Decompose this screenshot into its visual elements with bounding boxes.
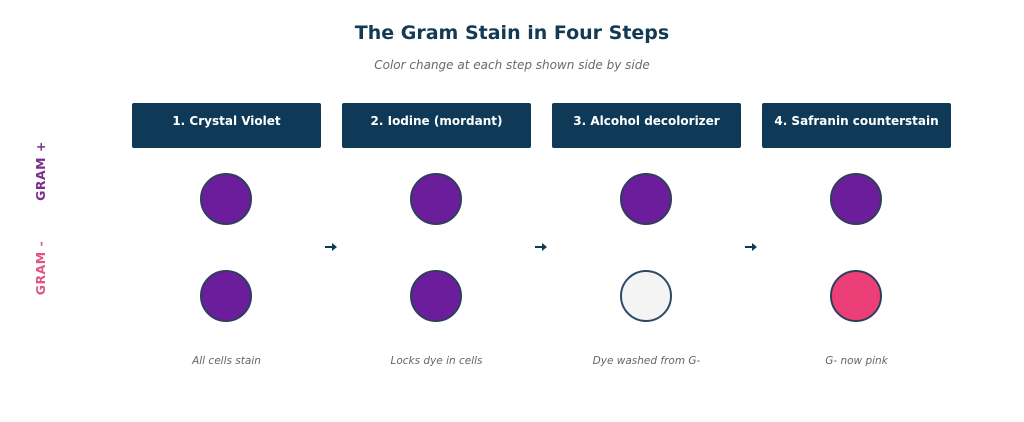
step-4-gram-negative-cell [830,270,882,322]
step-2-gram-positive-cell [410,173,462,225]
step-4-caption: G- now pink [825,355,888,367]
step-2-header: 2. Iodine (mordant) [342,103,531,148]
step-3-gram-positive-cell [620,173,672,225]
step-1-gram-negative-cell [200,270,252,322]
step-3-gram-negative-cell [620,270,672,322]
step-2-caption: Locks dye in cells [390,355,483,367]
step-3-caption: Dye washed from G- [592,355,701,367]
step-4-gram-positive-cell [830,173,882,225]
arrow-right-icon [325,243,337,251]
row-label-gram-negative: GRAM - [33,240,48,296]
diagram-title: The Gram Stain in Four Steps [354,22,670,44]
step-1-caption: All cells stain [192,355,261,367]
step-2-gram-negative-cell [410,270,462,322]
arrow-right-icon [745,243,757,251]
step-1-header: 1. Crystal Violet [132,103,321,148]
step-1-gram-positive-cell [200,173,252,225]
step-4-header: 4. Safranin counterstain [762,103,951,148]
step-3-header: 3. Alcohol decolorizer [552,103,741,148]
diagram-subtitle: Color change at each step shown side by … [374,58,650,72]
arrow-right-icon [535,243,547,251]
